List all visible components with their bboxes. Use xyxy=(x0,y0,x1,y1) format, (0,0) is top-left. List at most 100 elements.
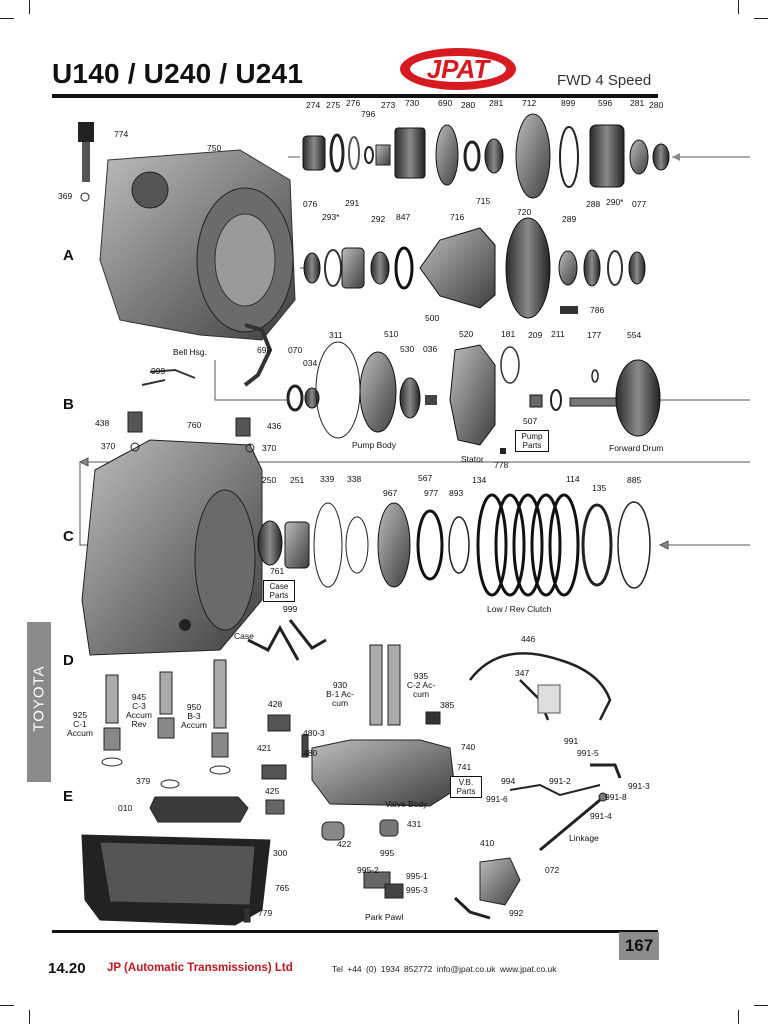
part-label: 847 xyxy=(396,212,411,222)
part-label: 507 xyxy=(523,416,538,426)
case-label: Case xyxy=(234,631,254,641)
crop-mark xyxy=(29,0,30,14)
part-label: 300 xyxy=(273,848,288,858)
crop-mark xyxy=(754,18,768,19)
part-label: 520 xyxy=(459,329,474,339)
part-label: 431 xyxy=(407,819,422,829)
part-label: 995-1 xyxy=(406,871,428,881)
part-label: 741 xyxy=(457,762,472,772)
part-label: 410 xyxy=(480,838,495,848)
part-label: 211 xyxy=(551,329,565,339)
part-label: 796 xyxy=(361,109,376,119)
part-label: 596 xyxy=(598,98,613,108)
part-label: 500 xyxy=(425,313,440,323)
header-rule xyxy=(52,94,658,98)
accum-b1-label: 930 B-1 Ac- cum xyxy=(326,680,354,708)
part-label: 181 xyxy=(501,329,516,339)
crop-mark xyxy=(738,0,739,14)
bell-housing-label: Bell Hsg. xyxy=(173,347,208,357)
page-subtitle: FWD 4 Speed xyxy=(557,72,652,89)
accum-c3-label: 945 C-3 Accum Rev xyxy=(126,692,152,729)
bolt-786 xyxy=(560,306,578,314)
part-label: 428 xyxy=(268,699,283,709)
part-label: 292 xyxy=(371,214,386,224)
row-c-components xyxy=(247,493,651,661)
part-label: 135 xyxy=(592,483,607,493)
part-label: 251 xyxy=(290,475,305,485)
row-e-components xyxy=(81,796,521,926)
company-name: JP (Automatic Transmissions) Ltd xyxy=(107,962,293,974)
part-label: 369 xyxy=(58,191,73,201)
part-label: 712 xyxy=(522,98,537,108)
part-label: 370 xyxy=(262,443,277,453)
row-a-upper-components xyxy=(288,113,750,199)
part-label: 347 xyxy=(515,668,530,678)
part-label: 761 xyxy=(270,566,285,576)
part-label: 530 xyxy=(400,344,415,354)
part-label: 765 xyxy=(275,883,290,893)
part-label: 991-6 xyxy=(486,794,508,804)
part-label: 077 xyxy=(632,199,647,209)
part-label: 930 xyxy=(332,680,348,690)
part-label: 480-3 xyxy=(303,728,325,738)
part-label: 994 xyxy=(501,776,516,786)
crop-mark xyxy=(29,1010,30,1024)
part-label: 991-4 xyxy=(590,811,612,821)
part-label: 293* xyxy=(322,212,340,222)
accum-c2-label: 935 C-2 Ac- cum xyxy=(406,671,436,699)
section-number: 14.20 xyxy=(48,960,86,977)
part-label: 480 xyxy=(303,748,318,758)
part-label: 774 xyxy=(114,129,129,139)
valve-body-label: Valve Body xyxy=(385,799,428,809)
svg-text:JPAT: JPAT xyxy=(427,54,492,84)
part-label: 750 xyxy=(207,143,222,153)
oring-369 xyxy=(80,192,90,202)
part-label: 730 xyxy=(405,98,420,108)
accum-b3-label: 950 B-3 Accum xyxy=(181,702,207,730)
part-label: 716 xyxy=(450,212,465,222)
part-label: 935 xyxy=(413,671,429,681)
part-label: 715 xyxy=(476,196,491,206)
bell-housing xyxy=(99,149,296,341)
part-label: 036 xyxy=(423,344,438,354)
part-label: 991-8 xyxy=(605,792,627,802)
part-774-sensor xyxy=(78,122,94,182)
part-label: 740 xyxy=(461,742,476,752)
part-label: 778 xyxy=(494,460,509,470)
part-label: 276 xyxy=(346,98,361,108)
page-number: 167 xyxy=(619,932,659,960)
linkage-label: Linkage xyxy=(569,833,599,843)
footer-rule xyxy=(52,930,658,933)
part-label: 280 xyxy=(461,100,476,110)
part-label: 370 xyxy=(101,441,116,451)
part-label: 885 xyxy=(627,475,642,485)
stator-label: Stator xyxy=(461,454,484,464)
part-label: 275 xyxy=(326,100,341,110)
part-label: 070 xyxy=(288,345,303,355)
linkage-parts xyxy=(509,763,622,852)
part-label: 134 xyxy=(472,475,487,485)
part-label: 273 xyxy=(381,100,396,110)
crop-mark xyxy=(754,1005,768,1006)
part-label: 281 xyxy=(630,98,645,108)
part-label: 446 xyxy=(521,634,536,644)
section-c-label: C xyxy=(63,528,74,545)
pump-parts-box: Pump Parts xyxy=(515,430,549,452)
part-label: 925 xyxy=(72,710,88,720)
part-label: 992 xyxy=(509,908,524,918)
part-label: 899 xyxy=(561,98,576,108)
part-label: 291 xyxy=(345,198,360,208)
part-label: 760 xyxy=(187,420,202,430)
contact-info: Tel +44 (0) 1934 852772 info@jpat.co.uk … xyxy=(332,964,557,974)
pump-body-label: Pump Body xyxy=(352,440,396,450)
park-pawl-label: Park Pawl xyxy=(365,912,404,922)
crop-mark xyxy=(0,18,14,19)
part-label: 698 xyxy=(257,345,272,355)
part-label: 779 xyxy=(258,908,273,918)
part-label: 950 xyxy=(186,702,202,712)
part-label: 999 xyxy=(283,604,298,614)
part-label: 991-3 xyxy=(628,781,650,791)
part-label: 967 xyxy=(383,488,398,498)
part-label: 289 xyxy=(562,214,577,224)
